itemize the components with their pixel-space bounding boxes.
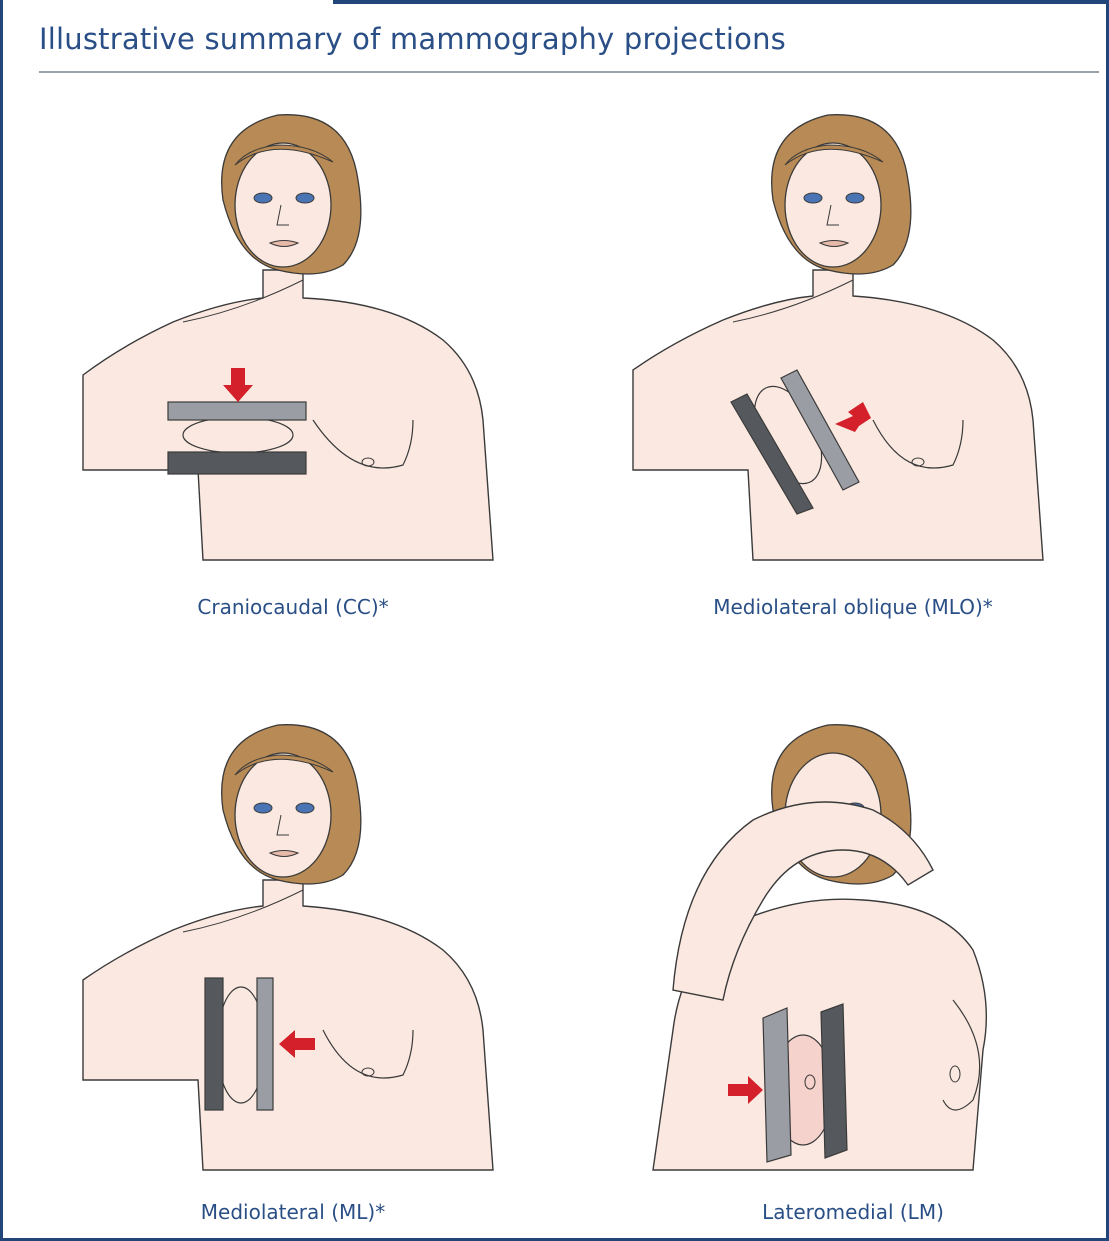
caption-lateromedial: Lateromedial (LM) [613,1200,1093,1224]
mediolateral-illustration [63,700,523,1180]
top-border-line [333,0,1109,4]
caption-mediolateral-oblique: Mediolateral oblique (MLO)* [613,595,1093,619]
panel-lateromedial: Lateromedial (LM) [613,700,1093,1230]
mediolateral-oblique-illustration [613,90,1093,570]
panel-mediolateral-oblique: Mediolateral oblique (MLO)* [613,90,1093,570]
panel-mediolateral: Mediolateral (ML)* [63,700,523,1230]
caption-mediolateral: Mediolateral (ML)* [63,1200,523,1224]
lateromedial-illustration [613,700,1093,1180]
figure-title: Illustrative summary of mammography proj… [39,22,786,56]
caption-craniocaudal: Craniocaudal (CC)* [63,595,523,619]
panel-craniocaudal: Craniocaudal (CC)* [63,90,523,570]
craniocaudal-illustration [63,90,523,570]
title-divider [39,71,1099,73]
